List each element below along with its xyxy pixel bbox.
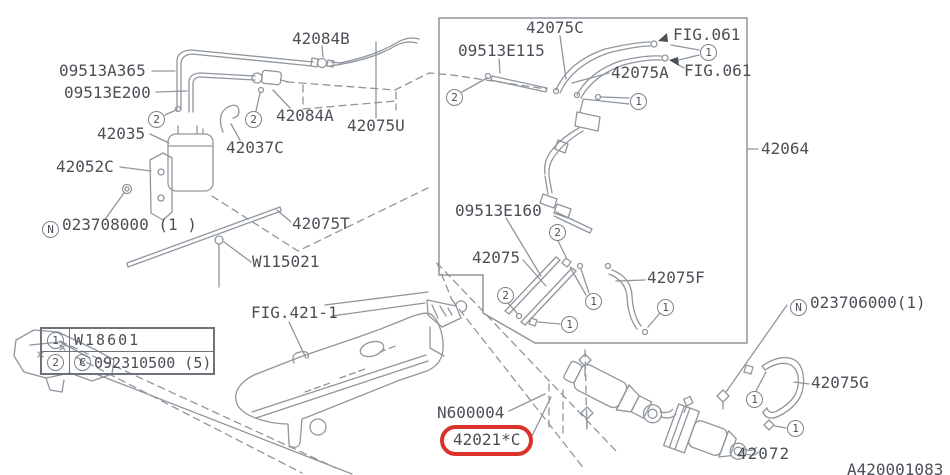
part-label-42075T: 42075T (292, 214, 350, 233)
drawing-number: A420001083 (847, 460, 944, 475)
callout-1: 1 (746, 391, 763, 408)
nut-part-number: 023708000 (1 ) (62, 215, 197, 234)
hook-42037C (219, 104, 241, 141)
legend-row1-code: W18601 (74, 331, 141, 349)
part-label-42072: 42072 (737, 444, 791, 463)
fuel-tank-fig421 (235, 291, 468, 448)
fig061-arrows (571, 33, 700, 84)
part-label-42075C: 42075C (526, 18, 584, 37)
part-label-N600004: N600004 (437, 403, 505, 422)
hose-09513A365 (174, 37, 420, 113)
pump-42072 (662, 304, 788, 460)
part-label-09513A365: 09513A365 (59, 61, 146, 80)
detail-box-outline (438, 17, 748, 344)
part-label-42075U: 42075U (347, 116, 405, 135)
mid-pipe-assembly (539, 87, 630, 234)
valve-42084A (251, 69, 291, 109)
callout-2: 2 (497, 287, 514, 304)
hose-42075G (743, 356, 810, 431)
rod-42075T (126, 206, 292, 268)
tube-09513E115 (461, 58, 548, 93)
nut-part-number: 023706000(1) (810, 293, 926, 312)
tubes-42075 (504, 217, 590, 327)
part-label-42064: 42064 (761, 139, 810, 158)
callout-2: 2 (549, 224, 566, 241)
bolt-W115021 (214, 235, 252, 288)
part-label-09513E160: 09513E160 (455, 201, 542, 220)
part-label-42035: 42035 (97, 124, 146, 143)
callout-1: 1 (561, 316, 578, 333)
nut-symbol-icon: N (42, 221, 59, 238)
fitting-42084B (310, 45, 335, 69)
nut-023708000 (105, 183, 133, 219)
callout-1: 1 (700, 44, 717, 61)
callout-1: 1 (585, 293, 602, 310)
part-label-42075A: 42075A (611, 63, 669, 82)
part-label-42075G: 42075G (811, 373, 869, 392)
part-label-42052C: 42052C (56, 157, 114, 176)
fuel-pump-42021C (508, 353, 677, 441)
part-label-W115021: W115021 (252, 252, 320, 271)
callout-1: 1 (630, 93, 647, 110)
nut-symbol-icon: N (790, 299, 807, 316)
part-label-42075F: 42075F (647, 268, 705, 287)
callout-2: 2 (47, 354, 64, 371)
part-label-42037C: 42037C (226, 138, 284, 157)
figure-ref-061-top: FIG.061 (673, 25, 741, 44)
leader-lines-left (151, 41, 377, 119)
callout-2: 2 (148, 111, 165, 128)
highlighted-part-42021C[interactable]: 42021*C (440, 425, 534, 456)
legend-row2-part-number: 092310500 (5) (94, 353, 212, 372)
clip-symbol-icon: C (74, 354, 91, 371)
figure-ref-061-bottom: FIG.061 (684, 61, 752, 80)
callout-2: 2 (245, 111, 262, 128)
legend-row2-callout: 2 (42, 351, 70, 373)
callout-2: 2 (446, 89, 463, 106)
hose-09513E200 (188, 72, 256, 113)
part-label-42075: 42075 (472, 248, 521, 267)
callout-1: 1 (47, 331, 64, 349)
bracket-42052C (119, 152, 173, 221)
canister-42035 (149, 125, 214, 192)
pipe-bundle-42075C (555, 35, 669, 99)
part-label-42084A: 42084A (276, 106, 334, 125)
callout-1: 1 (787, 420, 804, 437)
callout-1: 1 (657, 299, 674, 316)
part-label-09513E200: 09513E200 (64, 83, 151, 102)
hose-42075F (604, 262, 661, 336)
part-label-09513E115: 09513E115 (458, 41, 545, 60)
part-label-42084B: 42084B (292, 29, 350, 48)
figure-ref-421-1: FIG.421-1 (251, 303, 338, 322)
legend-row1-callout: 1 (42, 329, 70, 351)
